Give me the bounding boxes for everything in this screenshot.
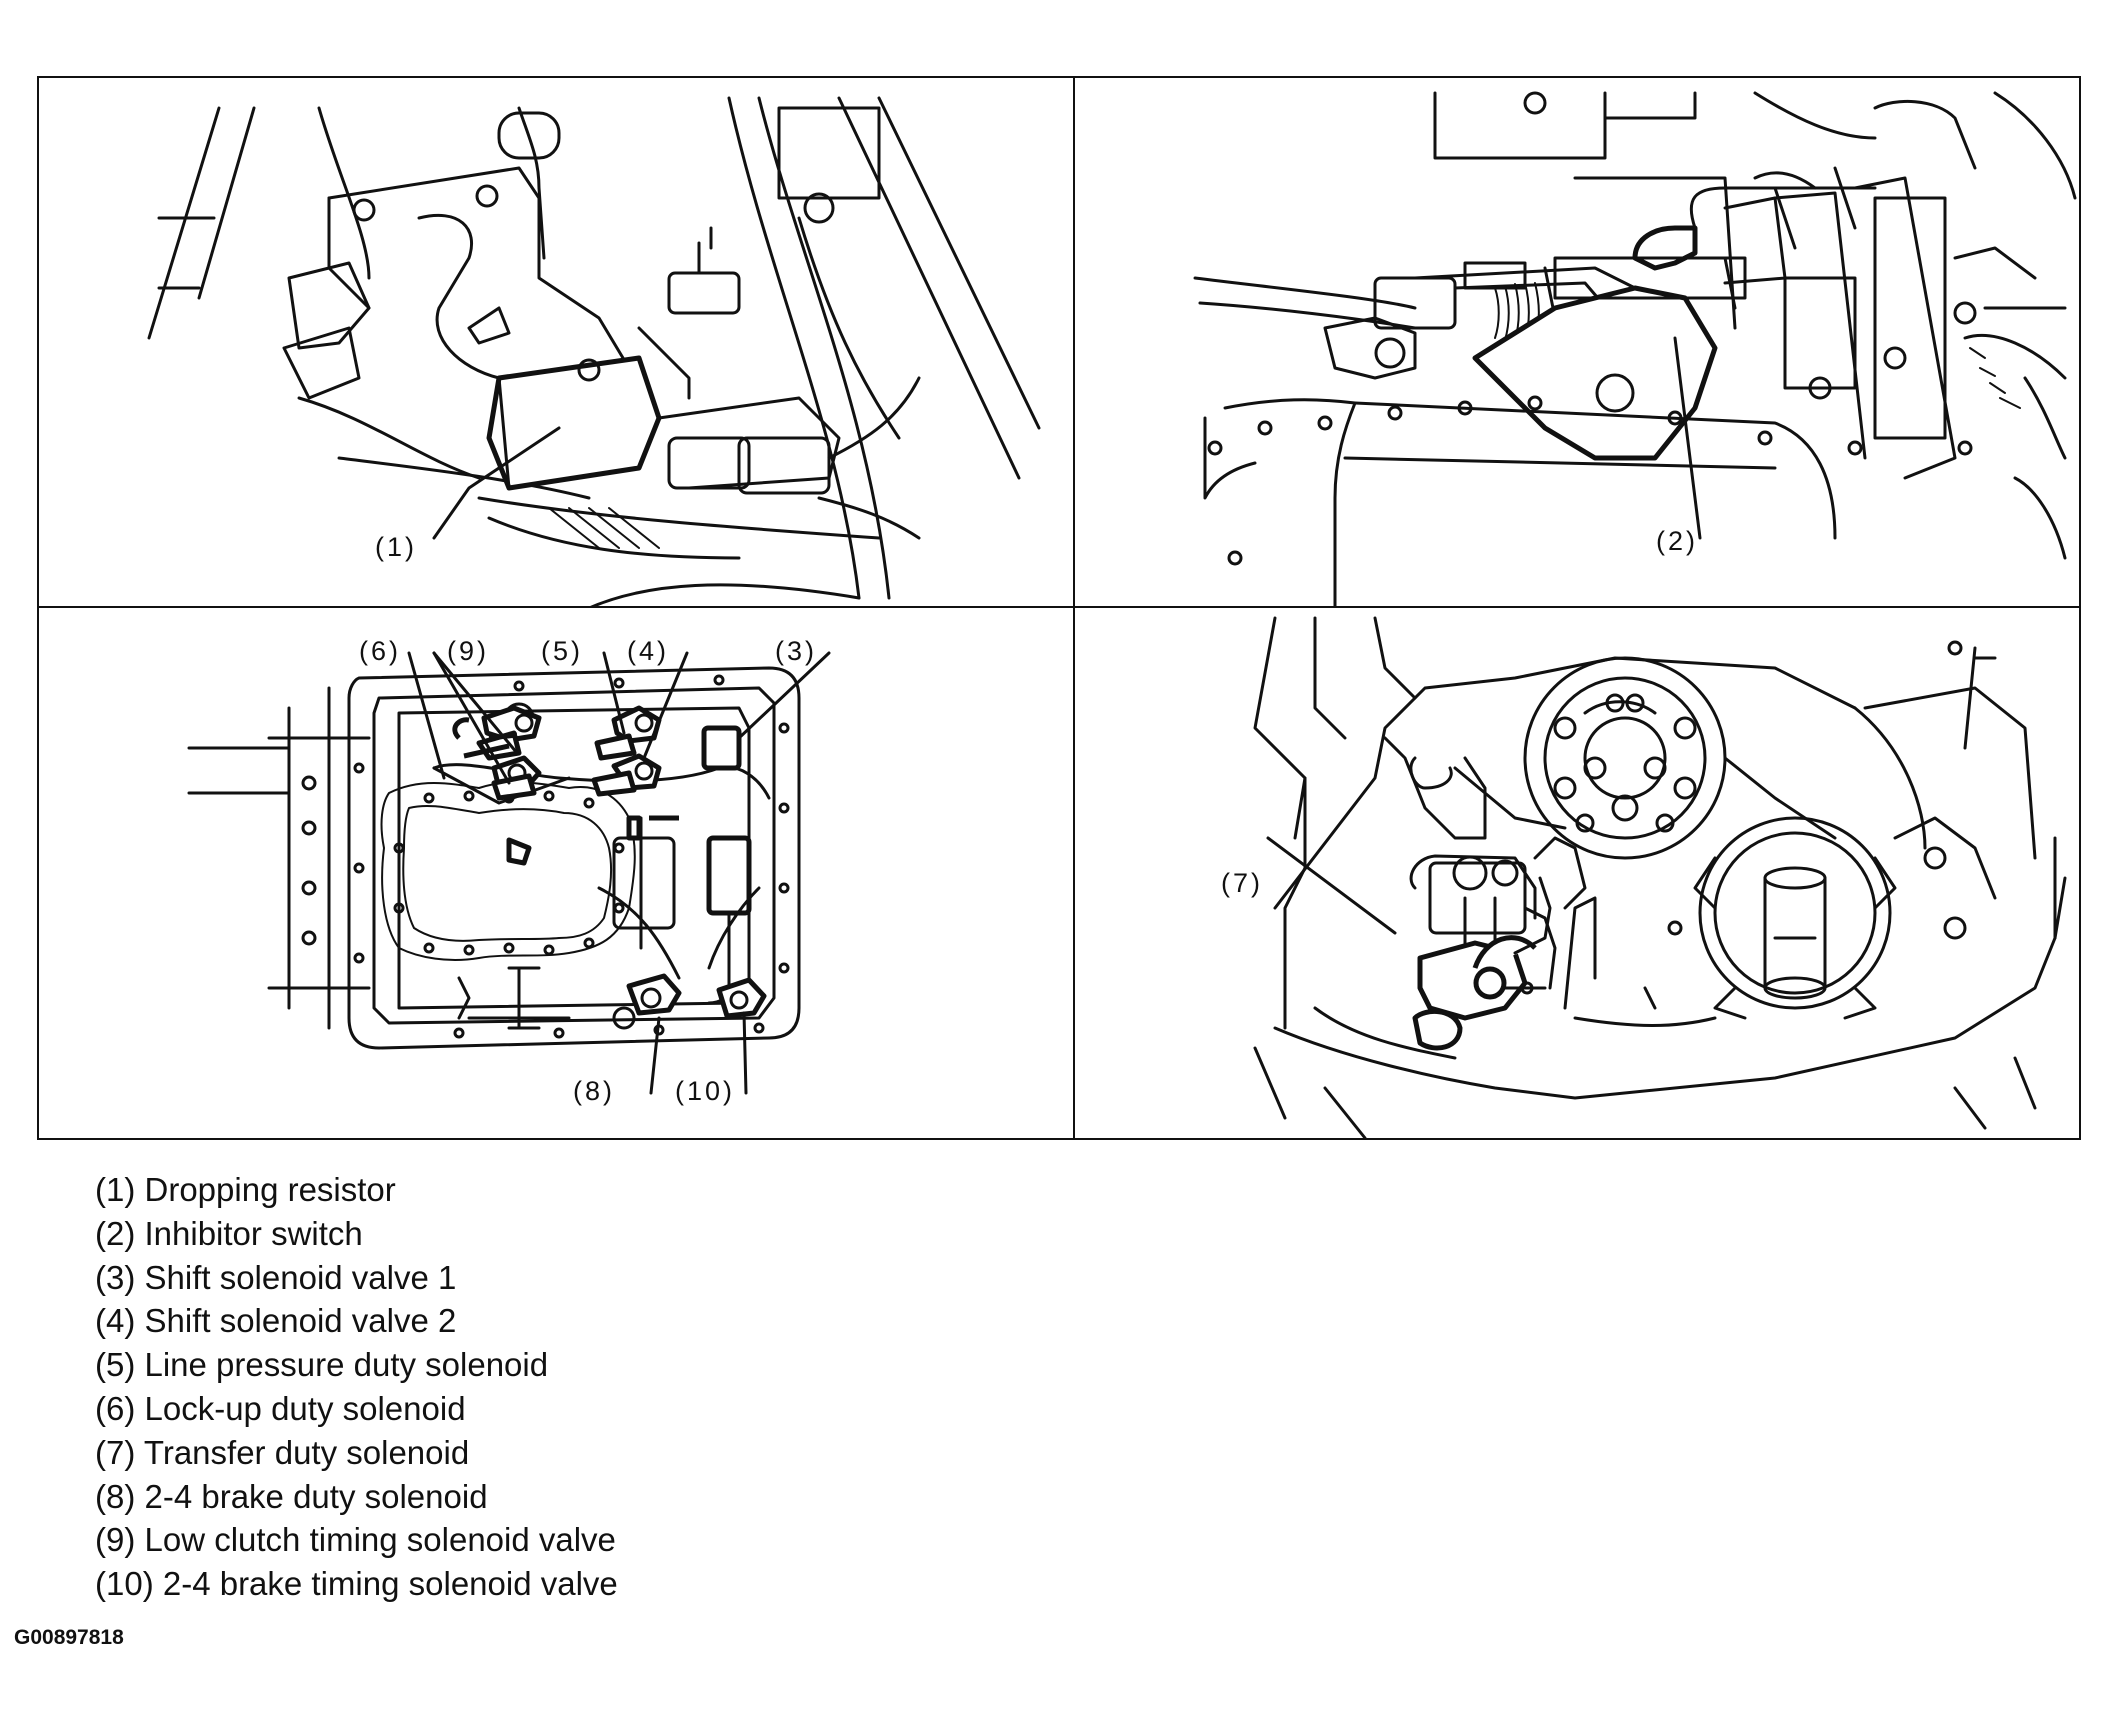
legend-item: (2) Inhibitor switch [95, 1214, 363, 1252]
callout-10: (10) [675, 1076, 736, 1106]
legend-item: (6) Lock-up duty solenoid [95, 1389, 466, 1427]
legend-item: (8) 2-4 brake duty solenoid [95, 1477, 488, 1515]
callout-1: (1) [375, 532, 417, 562]
legend-item: (3) Shift solenoid valve 1 [95, 1258, 457, 1296]
dropping-resistor-illustration [147, 96, 1041, 608]
legend-item: (9) Low clutch timing solenoid valve [95, 1521, 616, 1559]
inhibitor-switch-illustration [1193, 91, 2077, 608]
legend-item: (1) Dropping resistor [95, 1171, 396, 1208]
horizontal-divider [39, 606, 2079, 608]
callout-3: (3) [775, 636, 817, 666]
callout-9: (9) [447, 636, 489, 666]
figure-grid: (1) (2) (6) (9) (5) (4) (3) (8) (10) (7) [37, 76, 2081, 1140]
legend-item: (5) Line pressure duty solenoid [95, 1346, 549, 1384]
legend-item: (4) Shift solenoid valve 2 [95, 1302, 457, 1340]
callout-4: (4) [627, 636, 669, 666]
figure-id: G00897818 [14, 1626, 124, 1649]
panel-control-valve [39, 608, 1075, 1140]
callout-5: (5) [541, 636, 583, 666]
panel-dropping-resistor [39, 78, 1075, 608]
panel-transfer-solenoid [1075, 608, 2081, 1140]
legend-list: (1) Dropping resistor (2) Inhibitor swit… [95, 1168, 618, 1606]
callout-2: (2) [1656, 526, 1698, 556]
legend-item: (7) Transfer duty solenoid [95, 1433, 470, 1471]
transfer-solenoid-illustration [1253, 616, 2067, 1140]
callout-6: (6) [359, 636, 401, 666]
callout-7: (7) [1221, 868, 1263, 898]
control-valve-illustration [187, 651, 831, 1095]
legend-item: (10) 2-4 brake timing solenoid valve [95, 1565, 618, 1603]
vertical-divider [1073, 78, 1075, 1138]
callout-8: (8) [573, 1076, 615, 1106]
panel-inhibitor-switch [1075, 78, 2081, 608]
